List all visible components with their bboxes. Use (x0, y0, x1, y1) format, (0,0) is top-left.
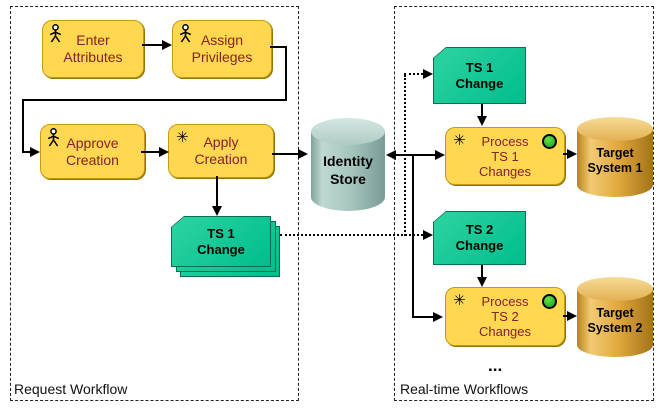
node-ts1-change-queue: TS 1 Change (171, 216, 271, 267)
arrowhead (433, 312, 443, 322)
node-label: TS 1 Change (455, 59, 504, 91)
node-target-system-1: Target System 1 (577, 117, 653, 197)
arrowhead (423, 230, 433, 240)
node-label: Enter Attributes (63, 32, 123, 65)
asterisk-icon: ✳ (176, 128, 189, 146)
node-enter-attributes: Enter Attributes (42, 20, 144, 78)
edge-approve-to-apply (141, 151, 159, 153)
edge-identity-store-process-ts2 (414, 316, 433, 318)
node-label: Process TS 2 Changes (478, 294, 532, 339)
edge-ts1-queue-dotted (280, 234, 423, 236)
arrowhead (567, 311, 577, 321)
node-label: TS 2 Change (455, 222, 504, 253)
region-request-label: Request Workflow (12, 381, 130, 397)
edge-ts1-queue-dotted (404, 73, 423, 75)
person-icon (49, 24, 62, 43)
status-circle-icon (542, 294, 557, 309)
arrowhead (386, 150, 396, 160)
arrowhead (477, 277, 487, 287)
region-realtime-workflows (394, 6, 654, 401)
asterisk-icon: ✳ (453, 291, 466, 309)
node-apply-creation: ✳ Apply Creation (168, 124, 274, 178)
node-approve-creation: Approve Creation (40, 124, 145, 179)
arrowhead (30, 147, 40, 157)
status-circle-icon (542, 134, 557, 149)
edge-assign-to-approve (270, 46, 287, 48)
person-icon (179, 24, 192, 43)
node-ts1-change: TS 1 Change (433, 47, 526, 104)
arrowhead (423, 69, 433, 79)
edge-assign-to-approve (22, 99, 24, 153)
edge-assign-to-approve (22, 99, 287, 101)
node-label: Identity Store (323, 153, 373, 187)
node-ts2-change: TS 2 Change (433, 211, 526, 265)
edge-ts2-change-to-process (481, 265, 483, 278)
edge-ts1-change-to-process (481, 104, 483, 117)
node-target-system-2: Target System 2 (577, 277, 653, 357)
node-identity-store: Identity Store (311, 118, 385, 211)
node-process-ts2-changes: ✳ Process TS 2 Changes (445, 287, 565, 346)
edge-assign-to-approve (285, 46, 287, 101)
edge-assign-to-approve (24, 151, 32, 153)
edge-identity-store-process-ts1 (396, 154, 435, 156)
node-label: TS 1 Change (197, 225, 245, 257)
node-label: Target System 2 (587, 306, 643, 335)
arrowhead (435, 150, 445, 160)
edge-process-ts2-to-target2 (563, 315, 568, 317)
region-realtime-label: Real-time Workflows (398, 381, 531, 397)
node-process-ts1-changes: ✳ Process TS 1 Changes (445, 127, 565, 185)
node-assign-privileges: Assign Privileges (172, 20, 272, 78)
cylinder-top (311, 118, 385, 145)
edge-identity-store-process-ts2 (412, 154, 414, 318)
arrowhead (212, 206, 222, 216)
edge-enter-to-assign (142, 44, 162, 46)
arrowhead (298, 149, 308, 159)
node-label: Apply Creation (194, 134, 248, 167)
arrowhead (567, 149, 577, 159)
region-request-workflow (10, 6, 299, 401)
node-label: Target System 1 (587, 146, 643, 175)
asterisk-icon: ✳ (453, 131, 466, 149)
node-label: Assign Privileges (191, 32, 253, 65)
node-label: Process TS 1 Changes (478, 133, 532, 179)
arrowhead (159, 147, 169, 157)
cylinder-top (577, 277, 653, 301)
edge-apply-to-identity-store (272, 153, 298, 155)
cylinder-top (577, 117, 653, 141)
person-icon (47, 128, 60, 147)
edge-ts1-queue-dotted (404, 75, 406, 236)
more-workflows-ellipsis: ... (488, 356, 503, 375)
edge-apply-to-ts1-queue (216, 176, 218, 207)
edge-process-ts1-to-target1 (563, 153, 568, 155)
node-label: Approve Creation (66, 134, 119, 168)
arrowhead (477, 116, 487, 126)
arrowhead (162, 40, 172, 50)
